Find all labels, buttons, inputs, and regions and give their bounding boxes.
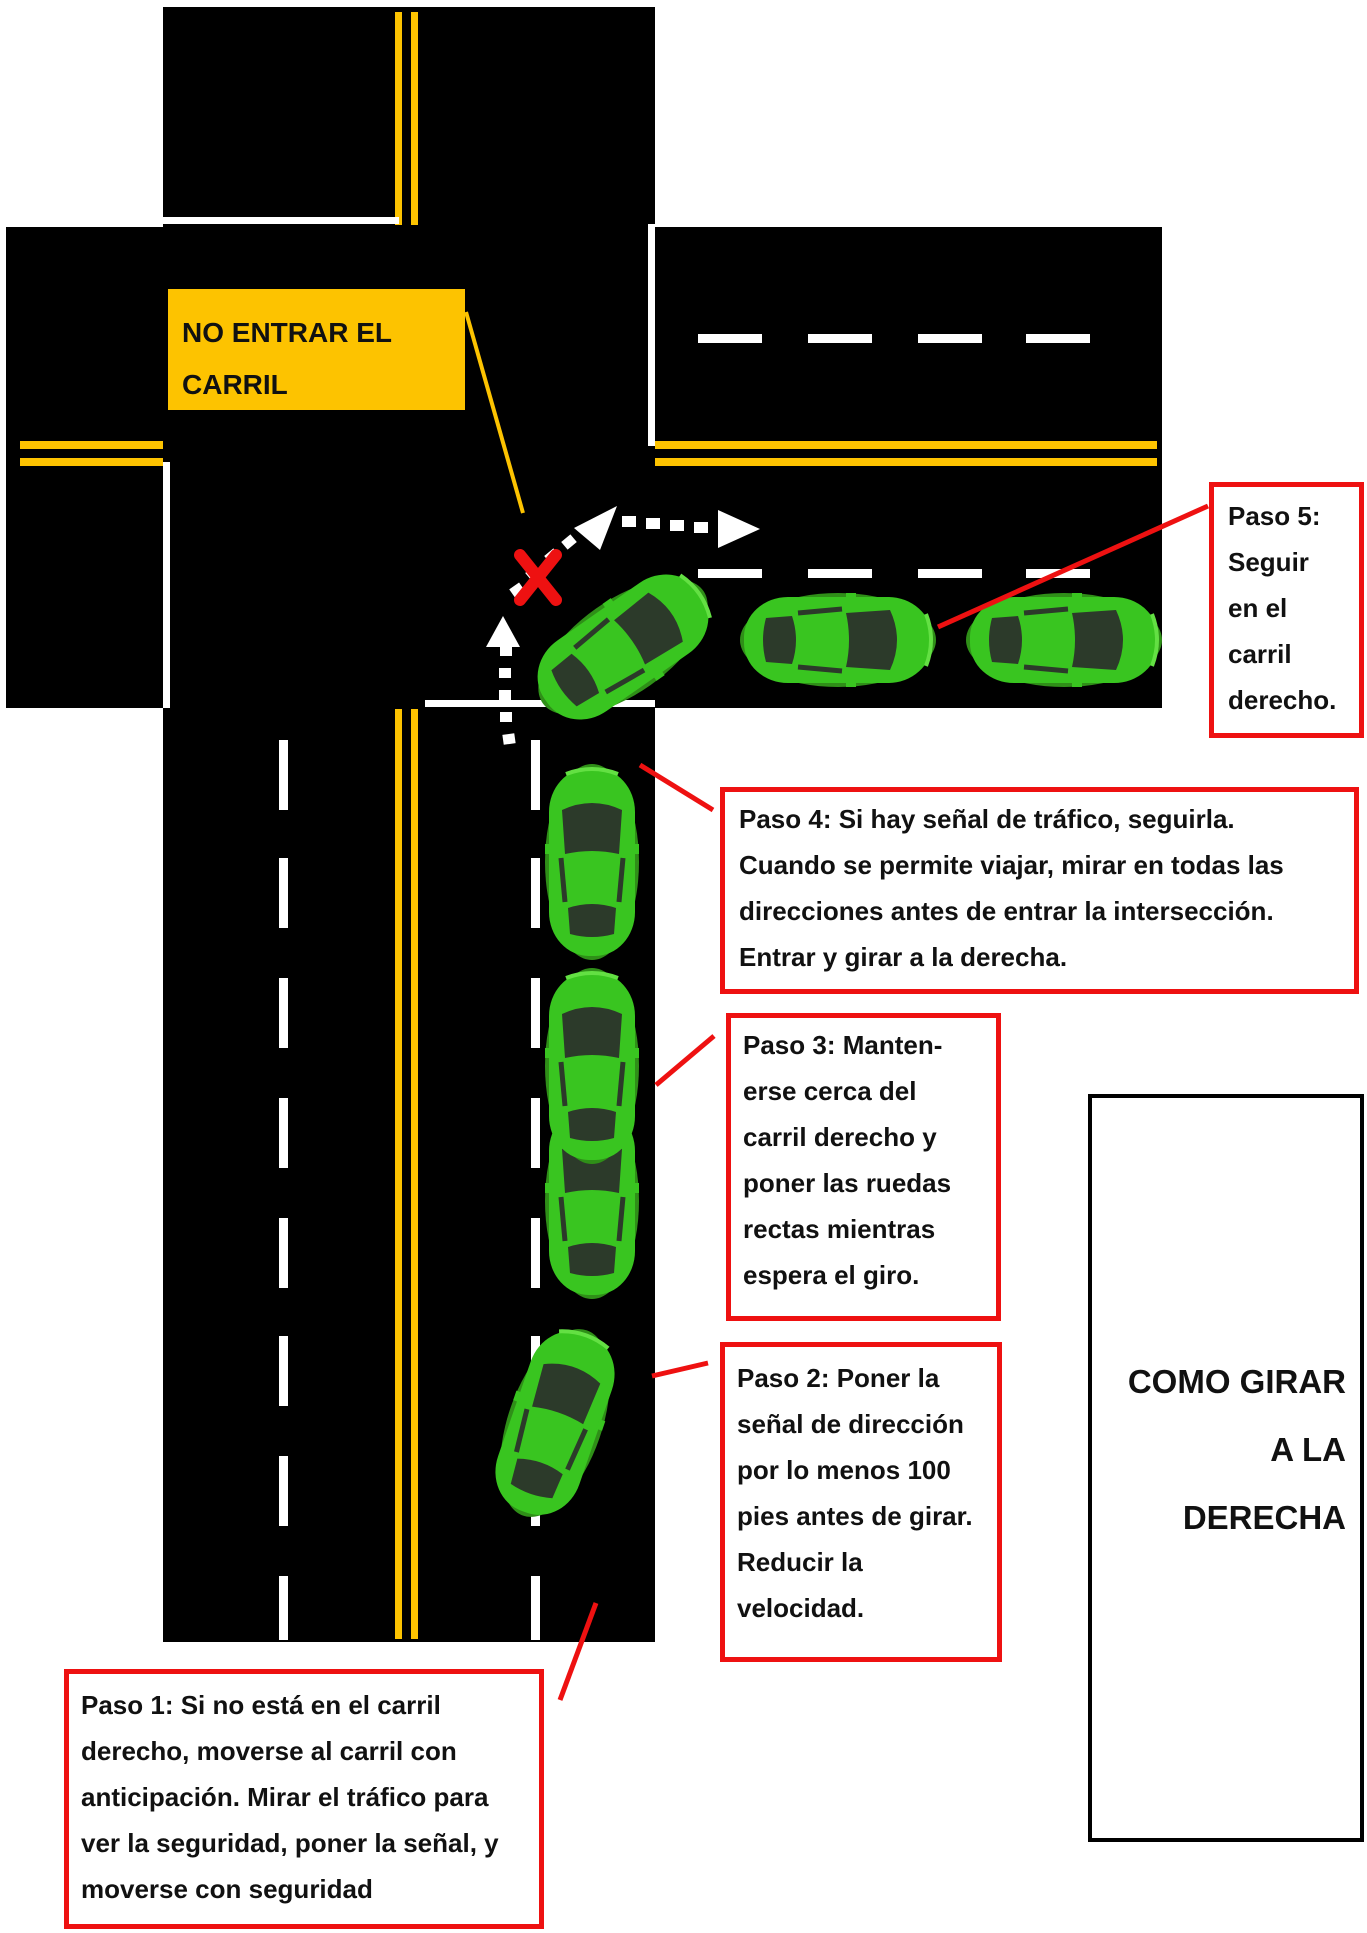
step-5-line: en el	[1228, 593, 1288, 623]
step-5-callout: Paso 5: Seguir en el carril derecho.	[1209, 482, 1364, 738]
step-3-line: erse cerca del	[743, 1076, 917, 1106]
step-3-callout: Paso 3: Manten- erse cerca del carril de…	[726, 1013, 1001, 1321]
title-line: COMO GIRAR	[1127, 1363, 1346, 1400]
step-4-line: Entrar y girar a la derecha.	[739, 942, 1068, 972]
step-1-callout: Paso 1: Si no está en el carril derecho,…	[64, 1669, 544, 1929]
diagram-title: COMO GIRAR A LA DERECHA	[1088, 1094, 1364, 1842]
step-3-line: poner las ruedas	[743, 1168, 952, 1198]
step-1-line: derecho, moverse al carril con	[81, 1736, 457, 1766]
center-lines	[20, 12, 1157, 1639]
title-line: DERECHA	[1182, 1499, 1346, 1536]
step-4-line: Cuando se permite viajar, mirar en todas…	[739, 850, 1284, 880]
stop-lines	[163, 217, 655, 708]
no-enter-note-line: CARRIL	[182, 369, 288, 400]
step-1-line: Paso 1: Si no está en el carril	[81, 1690, 441, 1720]
step-2-line: por lo menos 100	[737, 1455, 951, 1485]
step-2-line: Paso 2: Poner la	[737, 1363, 940, 1393]
step-1-line: anticipación. Mirar el tráfico para	[81, 1782, 489, 1812]
step-5-line: Seguir	[1228, 547, 1309, 577]
step-2-line: señal de dirección	[737, 1409, 964, 1439]
car-icon	[966, 593, 1162, 687]
step-3-line: rectas mientras	[743, 1214, 936, 1244]
car-icon	[545, 764, 639, 960]
step-1-line: moverse con seguridad	[81, 1874, 373, 1904]
step-2-line: Reducir la	[737, 1547, 863, 1577]
step-2-callout: Paso 2: Poner la señal de dirección por …	[720, 1342, 1002, 1662]
no-enter-note-line: NO ENTRAR EL	[182, 317, 392, 348]
step-3-line: Paso 3: Manten-	[743, 1030, 943, 1060]
no-enter-lane-note: NO ENTRAR EL CARRIL	[168, 289, 465, 410]
step-5-line: derecho.	[1228, 685, 1337, 715]
car-icon	[740, 593, 936, 687]
step-2-line: pies antes de girar.	[737, 1501, 973, 1531]
step-3-line: carril derecho y	[743, 1122, 937, 1152]
callout-leaders	[557, 503, 1210, 1701]
car-icon	[545, 968, 639, 1164]
step-2-line: velocidad.	[737, 1593, 865, 1623]
no-entry-x-icon	[514, 549, 562, 606]
step-5-line: carril	[1228, 639, 1292, 669]
step-4-callout: Paso 4: Si hay señal de tráfico, seguirl…	[720, 787, 1359, 994]
no-enter-leader	[464, 311, 525, 514]
title-line: A LA	[1270, 1431, 1346, 1468]
step-1-line: ver la seguridad, poner la señal, y	[81, 1828, 499, 1858]
step-5-line: Paso 5:	[1228, 501, 1321, 531]
step-3-line: espera el giro.	[743, 1260, 920, 1290]
step-4-line: Paso 4: Si hay señal de tráfico, seguirl…	[739, 804, 1235, 834]
step-4-line: direcciones antes de entrar la intersecc…	[739, 896, 1274, 926]
